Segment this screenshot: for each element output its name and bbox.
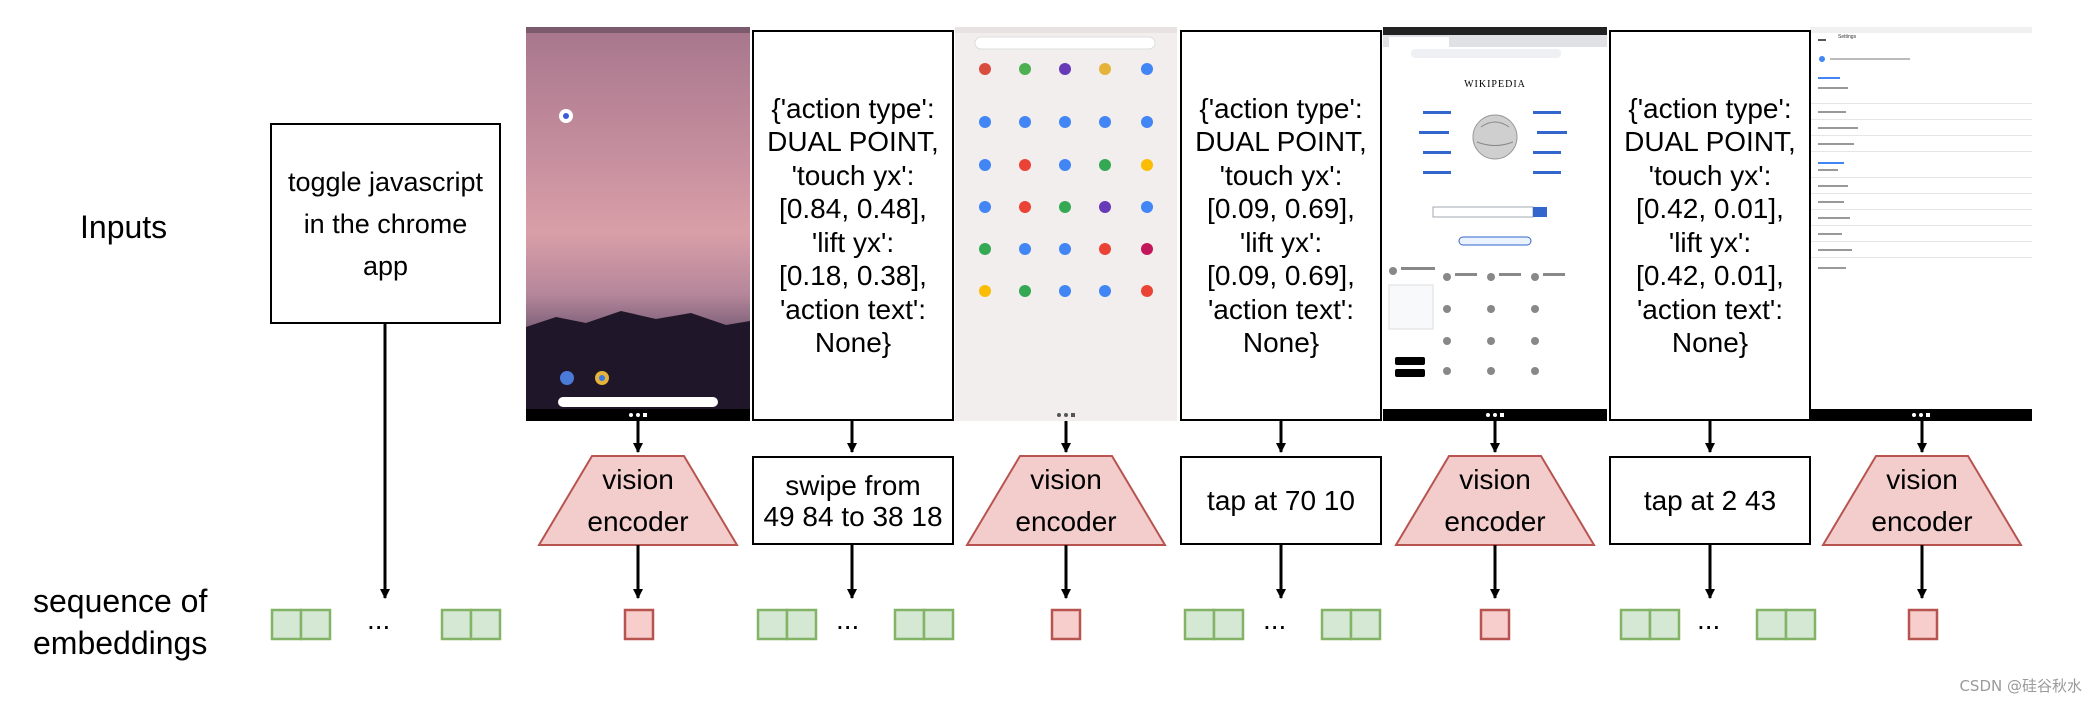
text-embedding	[270, 608, 303, 641]
ellipsis-1: ...	[367, 604, 391, 635]
screenshot-home	[526, 27, 750, 421]
text-embedding-group-1	[270, 608, 502, 641]
text-embedding	[1183, 608, 1216, 641]
action-line: [0.42, 0.01],	[1636, 260, 1784, 291]
description-box-2: tap at 70 10	[1180, 456, 1382, 545]
ellipsis-4: ...	[1697, 604, 1721, 635]
search-bar	[558, 397, 718, 407]
description-box-1: swipe from 49 84 to 38 18	[752, 456, 954, 545]
action-line: 'lift yx':	[1668, 226, 1752, 258]
app-grid	[979, 63, 1153, 297]
ellipsis-3: ...	[1263, 604, 1287, 635]
description-line: 49 84 to 38 18	[763, 500, 943, 532]
text-embedding-group-4	[1619, 608, 1817, 641]
action-line: 'lift yx':	[811, 226, 895, 258]
text-embedding	[469, 608, 502, 641]
description-line: tap at 70 10	[1207, 485, 1355, 516]
action-box-1: {'action type': DUAL POINT, 'touch yx': …	[752, 30, 954, 421]
text-embedding	[756, 608, 789, 641]
screenshot-wikipedia: WIKIPEDIA	[1383, 27, 1607, 421]
text-embedding	[1212, 608, 1245, 641]
drawer-search	[974, 36, 1156, 50]
settings-title: Settings	[1838, 34, 1857, 40]
settings-avatar	[1819, 56, 1825, 62]
inputs-label: Inputs	[80, 209, 168, 245]
description-box-3: tap at 2 43	[1609, 456, 1811, 545]
watermark: CSDN @硅谷秋水	[1959, 677, 2082, 695]
instruction-line: toggle javascript	[287, 166, 484, 197]
action-line: {'action type':	[1199, 92, 1363, 124]
action-line: 'action text':	[1636, 293, 1784, 325]
messages-icon	[560, 371, 574, 385]
vision-encoder-1	[537, 455, 739, 546]
sequence-label-line1: sequence of	[33, 583, 208, 619]
instruction-line: in the chrome	[303, 208, 468, 239]
action-line: {'action type':	[771, 92, 935, 124]
action-line: 'action text':	[779, 293, 927, 325]
wiki-search	[1432, 206, 1534, 218]
vision-encoder-4	[1821, 455, 2023, 546]
text-embedding	[1755, 608, 1788, 641]
instruction-box: toggle javascript in the chrome app	[270, 123, 501, 324]
image-embedding-1	[623, 608, 655, 641]
text-embedding	[1784, 608, 1817, 641]
text-embedding	[893, 608, 926, 641]
text-embedding	[1619, 608, 1652, 641]
sequence-label: sequence of embeddings	[33, 580, 207, 664]
sequence-label-line2: embeddings	[33, 625, 208, 661]
wikipedia-globe	[1472, 114, 1518, 160]
action-line: 'touch yx':	[1219, 159, 1343, 191]
instruction-line: app	[362, 250, 409, 281]
text-embedding	[1648, 608, 1681, 641]
action-line: 'lift yx':	[1239, 226, 1323, 258]
action-line: [0.09, 0.69],	[1207, 260, 1355, 291]
text-embedding	[1349, 608, 1382, 641]
address-bar	[1411, 49, 1561, 58]
image-embedding-4	[1907, 608, 1939, 641]
description-line: swipe from	[785, 469, 921, 501]
image-embedding-2	[1050, 608, 1082, 641]
vision-encoder-2	[965, 455, 1167, 546]
action-line: [0.18, 0.38],	[779, 260, 927, 291]
action-line: [0.09, 0.69],	[1207, 193, 1355, 224]
screenshot-settings: Settings	[1810, 27, 2032, 421]
text-embedding-group-3	[1183, 608, 1382, 641]
action-line: DUAL POINT,	[1195, 126, 1367, 157]
action-line: [0.42, 0.01],	[1636, 193, 1784, 224]
text-embedding	[440, 608, 473, 641]
action-line: 'action text':	[1207, 293, 1355, 325]
text-embedding	[785, 608, 818, 641]
ellipsis-2: ...	[836, 604, 860, 635]
text-embedding-group-2	[756, 608, 955, 641]
action-line: 'touch yx':	[791, 159, 915, 191]
action-line: None}	[814, 327, 892, 358]
action-box-3: {'action type': DUAL POINT, 'touch yx': …	[1609, 30, 1811, 421]
action-line: 'touch yx':	[1648, 159, 1772, 191]
action-line: None}	[1242, 327, 1320, 358]
vision-encoder-3	[1394, 455, 1596, 546]
wikipedia-title: WIKIPEDIA	[1464, 79, 1526, 90]
action-line: [0.84, 0.48],	[779, 193, 927, 224]
action-line: DUAL POINT,	[1624, 126, 1796, 157]
image-embedding-3	[1479, 608, 1511, 641]
description-line: tap at 2 43	[1643, 485, 1777, 516]
action-line: DUAL POINT,	[767, 126, 939, 157]
action-box-2: {'action type': DUAL POINT, 'touch yx': …	[1180, 30, 1382, 421]
action-line: {'action type':	[1628, 92, 1792, 124]
text-embedding	[299, 608, 332, 641]
screenshot-app-drawer	[955, 27, 1177, 421]
text-embedding	[922, 608, 955, 641]
text-embedding	[1320, 608, 1353, 641]
action-line: None}	[1671, 327, 1749, 358]
